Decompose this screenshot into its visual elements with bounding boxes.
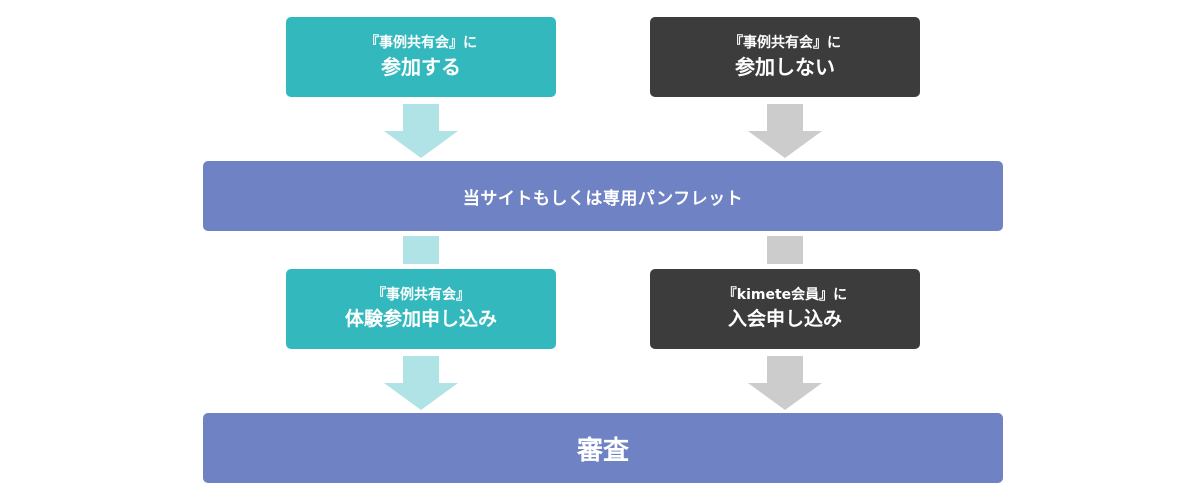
pamphlet-bar-label: 当サイトもしくは専用パンフレット [462,188,744,209]
member-application-box: 『kimete会員』に 入会申し込み [650,269,920,349]
join-event-line2: 参加する [381,55,461,79]
gray-connector [767,236,803,264]
not-join-event-box: 『事例共有会』に 参加しない [650,17,920,97]
teal-connector [403,236,439,264]
trial-application-line2: 体験参加申し込み [344,308,497,330]
gray-down-arrow-2 [748,356,822,410]
pamphlet-bar: 当サイトもしくは専用パンフレット [203,161,1003,231]
trial-application-line1: 『事例共有会』 [372,287,470,303]
teal-down-arrow-2 [384,356,458,410]
not-join-event-line2: 参加しない [735,55,835,79]
member-application-line2: 入会申し込み [727,308,842,330]
join-event-line1: 『事例共有会』に [365,35,477,51]
gray-down-arrow-1 [748,104,822,158]
member-application-line1: 『kimete会員』に [722,287,848,303]
teal-down-arrow-1 [384,104,458,158]
review-bar-label: 審査 [576,435,629,466]
trial-application-box: 『事例共有会』 体験参加申し込み [286,269,556,349]
review-bar: 審査 [203,413,1003,483]
join-event-box: 『事例共有会』に 参加する [286,17,556,97]
not-join-event-line1: 『事例共有会』に [729,35,841,51]
